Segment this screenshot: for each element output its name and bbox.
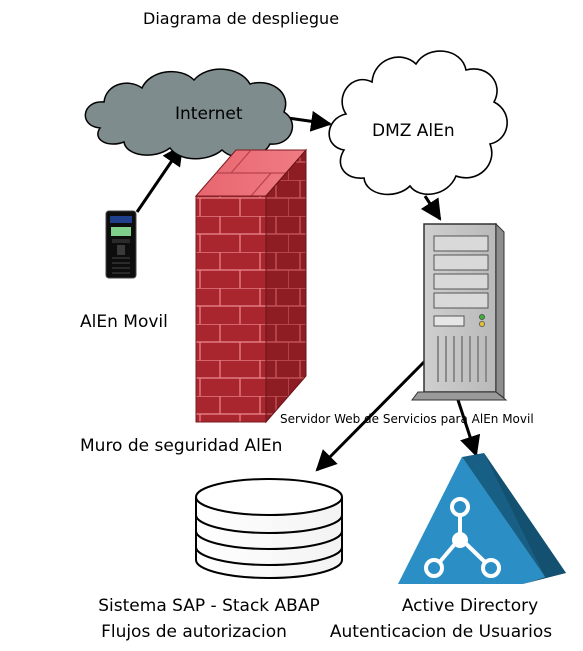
- sap-label-line1: Sistema SAP - Stack ABAP: [98, 596, 320, 616]
- dmz-label: DMZ AlEn: [372, 121, 455, 141]
- mobile-device-icon: [105, 210, 137, 279]
- firewall-label: Muro de seguridad AlEn: [80, 436, 283, 456]
- brick-wall-icon: [194, 148, 308, 424]
- mobile-label: AlEn Movil: [80, 312, 168, 332]
- internet-label: Internet: [175, 104, 243, 124]
- connectors: [135, 110, 481, 472]
- database-icon: [195, 478, 343, 579]
- sap-label-line2: Flujos de autorizacion: [101, 622, 287, 642]
- cloud-outline-icon: [328, 50, 508, 196]
- connector-internet-dmz: [287, 110, 333, 132]
- active-directory-icon: [398, 453, 566, 584]
- connector-dmz-server: [420, 195, 442, 221]
- cloud-icon: [84, 68, 294, 160]
- connector-mobile-internet: [135, 144, 184, 213]
- internet-node: [84, 68, 294, 160]
- ad-label-line1: Active Directory: [401, 596, 539, 616]
- ad-label-line2: Autenticacion de Usuarios: [329, 622, 553, 642]
- server-tower-icon: [411, 222, 508, 401]
- diagram-title: Diagrama de despliegue: [143, 9, 340, 28]
- web-server-label: Servidor Web de Servicios para AlEn Movi…: [280, 412, 534, 426]
- dmz-node: [328, 50, 508, 196]
- connector-server-ad: [456, 399, 481, 457]
- connector-server-sap: [315, 358, 428, 472]
